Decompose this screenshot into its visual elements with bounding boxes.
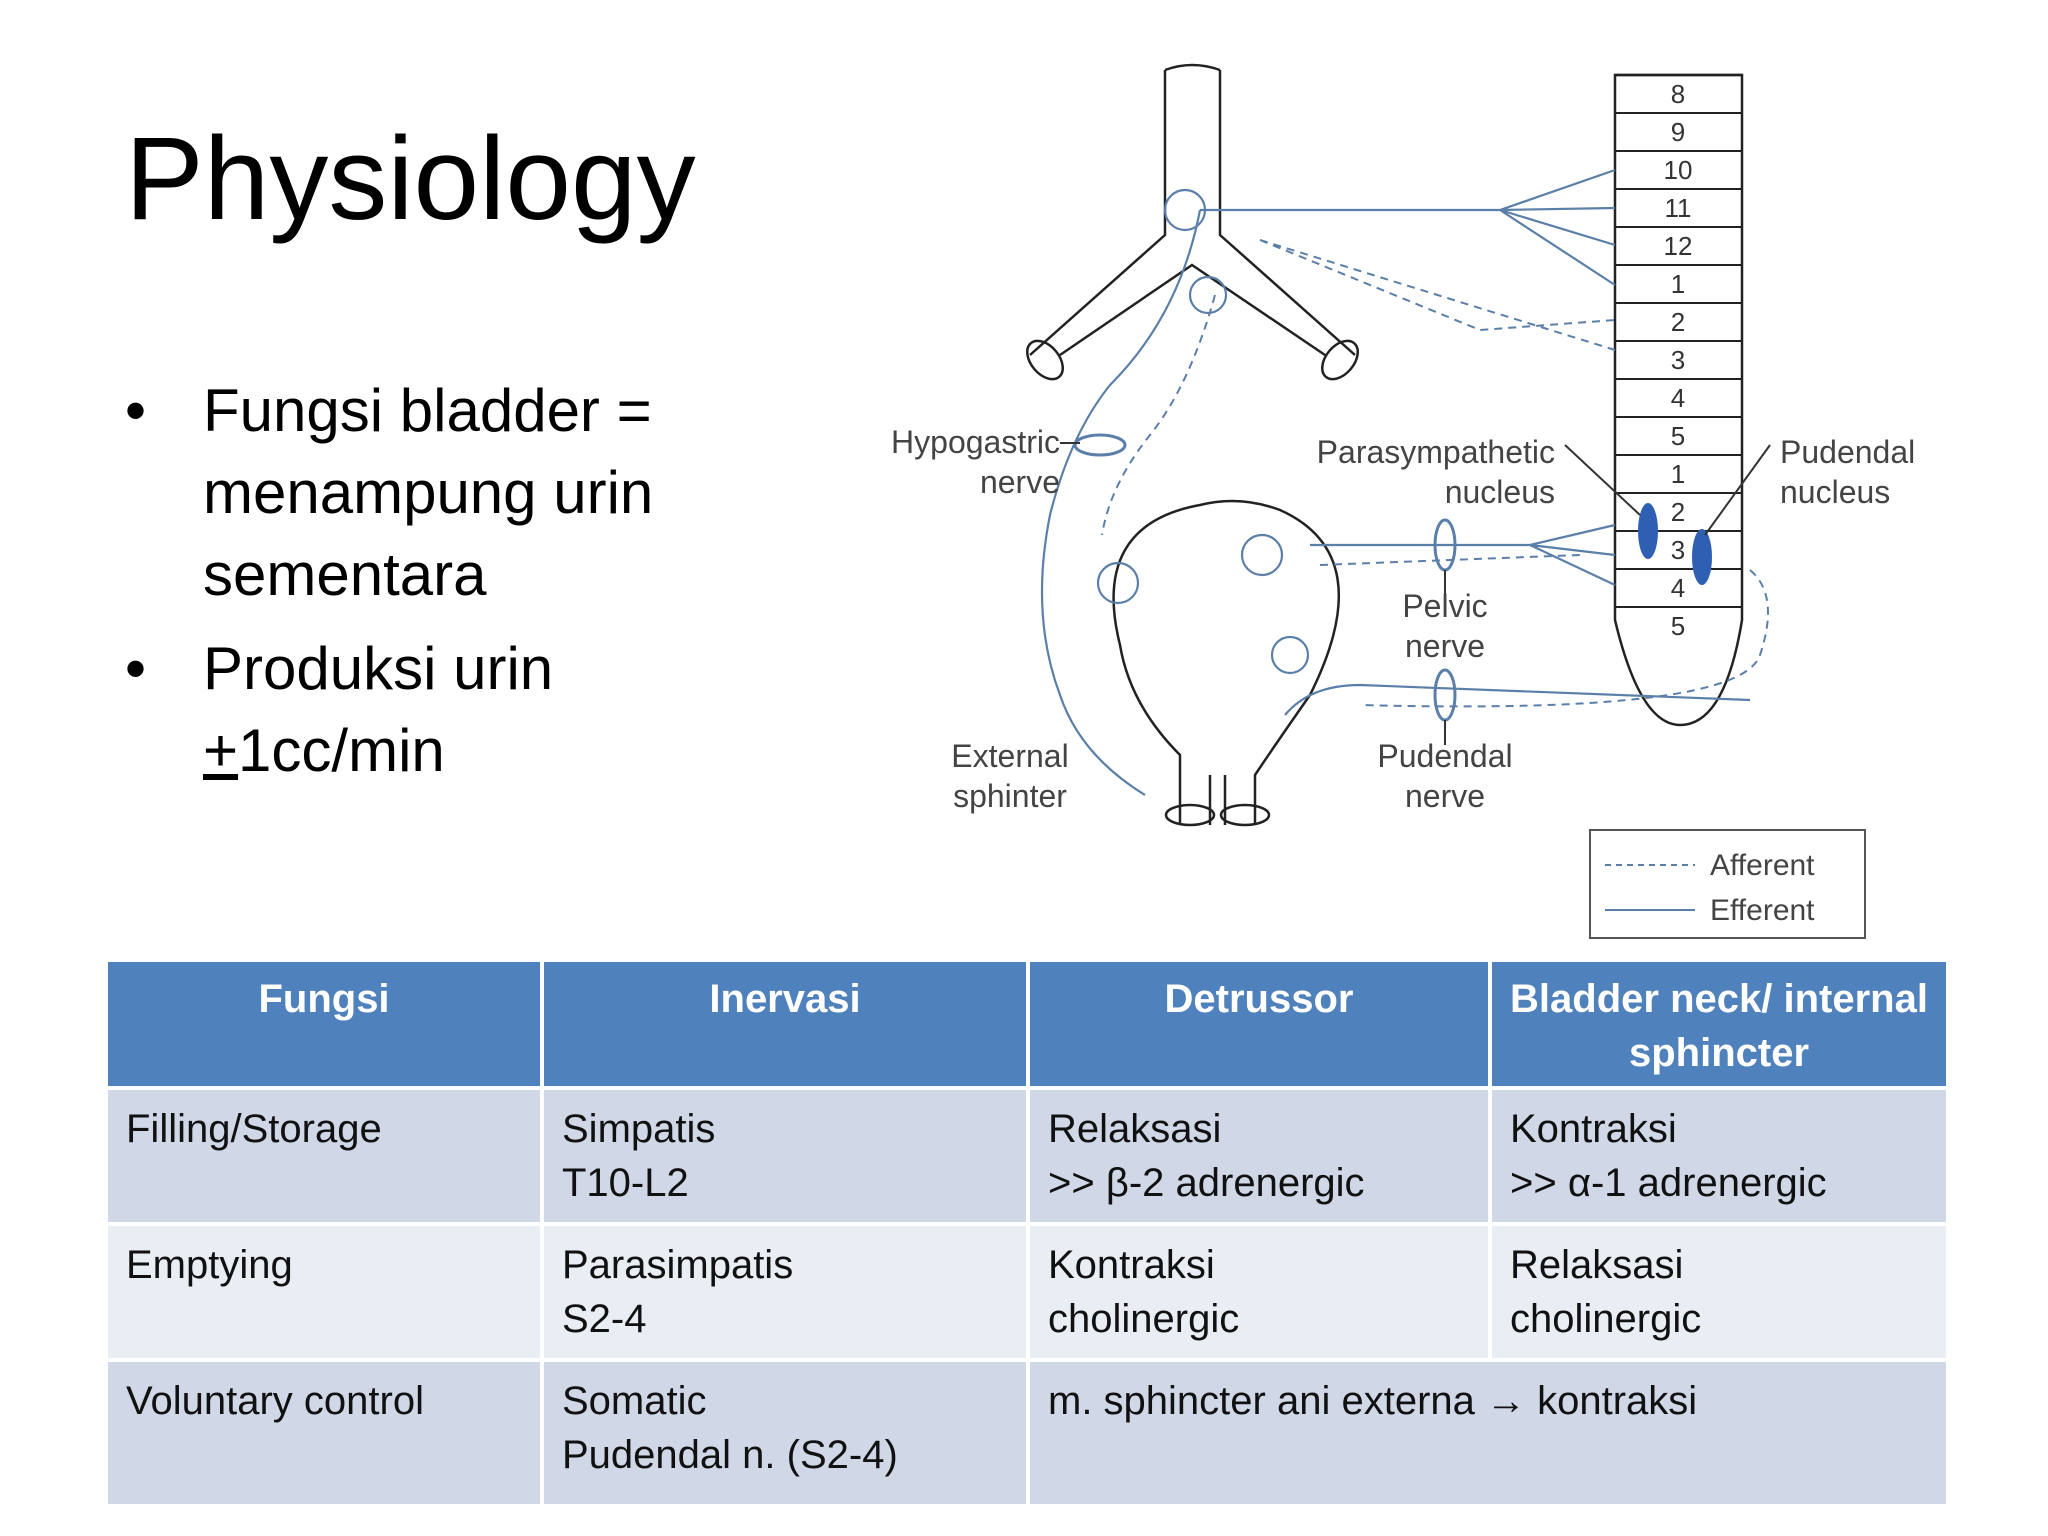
bladder-innervation-diagram: 8 9 10 11 12 1 2 3 4 5 1 2 3 4 5: [891, 63, 1915, 939]
cell-fungsi: Voluntary control: [104, 1358, 544, 1508]
bullet-line: menampung urin: [203, 459, 654, 526]
pudendal-nerve-label: Pudendal: [1377, 738, 1512, 774]
diagram-labels: Hypogastric nerve Parasympathetic nucleu…: [891, 424, 1915, 814]
pudendal-nucleus-label: nucleus: [1780, 474, 1890, 510]
header-fungsi: Fungsi: [104, 958, 544, 1090]
bullet-line: sementara: [203, 541, 487, 608]
afferent-nerves: [1101, 239, 1769, 708]
urine-rate: 1cc/min: [238, 717, 445, 784]
segment-label: 10: [1664, 155, 1693, 185]
hypogastric-label: nerve: [980, 464, 1060, 500]
pudendal-nucleus-label: Pudendal: [1780, 434, 1915, 470]
external-label: External: [951, 738, 1068, 774]
pelvic-label: nerve: [1405, 628, 1485, 664]
bullet-line: Fungsi bladder =: [203, 377, 652, 444]
bullet-item: • Produksi urin +1cc/min: [125, 628, 745, 792]
segment-label: 3: [1671, 535, 1685, 565]
cell-bladder-neck: Kontraksi>> α-1 adrenergic: [1488, 1086, 1950, 1226]
segment-label: 3: [1671, 345, 1685, 375]
parasympathetic-nucleus-mark: [1638, 503, 1658, 559]
slide-title: Physiology: [125, 113, 696, 245]
segment-label: 9: [1671, 117, 1685, 147]
segment-label: 12: [1664, 231, 1693, 261]
efferent-nerves: [1040, 168, 1751, 796]
innervation-table: Fungsi Inervasi Detrussor Bladder neck/ …: [104, 958, 1950, 1508]
label-leaders: [1060, 442, 1771, 745]
cell-merged-detrussor-neck: m. sphincter ani externa → kontraksi: [1026, 1358, 1950, 1508]
header-inervasi: Inervasi: [540, 958, 1030, 1090]
pudendal-nucleus-mark: [1692, 529, 1712, 585]
segment-lines: [1615, 112, 1742, 608]
segment-label: 1: [1671, 459, 1685, 489]
legend-afferent: Afferent: [1710, 849, 1815, 882]
segment-label: 1: [1671, 269, 1685, 299]
bullet-dot-icon: •: [125, 635, 147, 702]
parasympathetic-label: nucleus: [1445, 474, 1555, 510]
bullet-line: Produksi urin: [203, 635, 554, 702]
pudendal-nerve-label: nerve: [1405, 778, 1485, 814]
hypogastric-ganglion: [1073, 433, 1127, 457]
plus-minus-sign: +: [203, 717, 239, 784]
bladder-outline: [1026, 63, 1744, 827]
parasympathetic-label: Parasympathetic: [1317, 434, 1555, 470]
header-bladder-neck: Bladder neck/ internal sphincter: [1488, 958, 1950, 1090]
segment-labels: 8 9 10 11 12 1 2 3 4 5 1 2 3 4 5: [1664, 79, 1693, 641]
segment-label: 11: [1665, 193, 1692, 223]
table-header-row: Fungsi Inervasi Detrussor Bladder neck/ …: [104, 958, 1950, 1090]
bullet-item: • Fungsi bladder = menampung urin sement…: [125, 370, 745, 616]
hypogastric-label: Hypogastric: [891, 424, 1060, 460]
external-label: sphinter: [953, 778, 1067, 814]
cell-detrussor: Relaksasi>> β-2 adrenergic: [1026, 1086, 1492, 1226]
header-detrussor: Detrussor: [1026, 958, 1492, 1090]
bullet-line: +1cc/min: [203, 710, 745, 792]
pelvic-label: Pelvic: [1402, 588, 1487, 624]
segment-label: 4: [1671, 573, 1685, 603]
diagram-legend: Afferent Efferent: [1589, 829, 1866, 939]
cell-fungsi: Emptying: [104, 1222, 544, 1362]
legend-efferent: Efferent: [1710, 894, 1815, 927]
segment-label: 5: [1671, 611, 1685, 641]
pudendal-ganglion: [1433, 668, 1457, 722]
segment-label: 4: [1671, 383, 1685, 413]
cell-fungsi: Filling/Storage: [104, 1086, 544, 1226]
segment-label: 8: [1671, 79, 1685, 109]
bullet-list: • Fungsi bladder = menampung urin sement…: [125, 370, 745, 804]
segment-label: 2: [1671, 307, 1685, 337]
segment-label: 5: [1671, 421, 1685, 451]
segment-label: 2: [1671, 497, 1685, 527]
bullet-dot-icon: •: [125, 377, 147, 444]
